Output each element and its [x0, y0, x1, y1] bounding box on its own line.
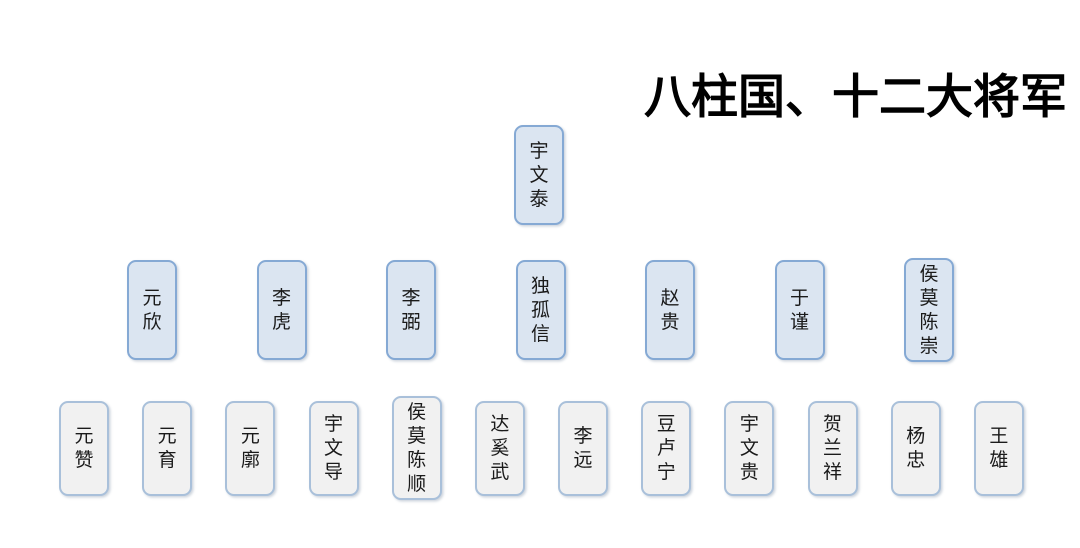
node-doulu-ning: 豆卢宁: [641, 400, 692, 496]
person-name: 元欣: [142, 287, 162, 333]
person-name: 宇文泰: [529, 140, 549, 210]
node-yuan-yu: 元育: [142, 400, 193, 496]
node-li-hu: 李虎: [256, 260, 307, 360]
generals-row: 元赞 元育 元廓 宇文导 侯莫陈顺 达奚武 李远 豆卢宁 宇文贵 贺兰祥 杨忠: [59, 393, 1024, 503]
node-helan-xiang: 贺兰祥: [807, 400, 858, 496]
node-yuwen-gui: 宇文贵: [724, 400, 775, 496]
node-yuwen-dao: 宇文导: [308, 400, 359, 496]
node-yuan-xin: 元欣: [127, 260, 177, 360]
person-name: 李远: [573, 425, 593, 471]
node-yu-jin: 于谨: [774, 260, 825, 360]
node-zhao-gui: 赵贵: [645, 260, 695, 360]
person-name: 李弼: [401, 287, 421, 333]
node-li-yuan: 李远: [558, 400, 609, 496]
diagram-title: 八柱国、十二大将军: [644, 70, 1067, 125]
person-name: 李虎: [271, 287, 291, 333]
person-name: 王雄: [989, 425, 1009, 471]
node-yuwen-tai: 宇文泰: [514, 125, 564, 225]
person-name: 独孤信: [530, 275, 550, 345]
person-name: 达奚武: [490, 413, 510, 483]
person-name: 赵贵: [660, 287, 680, 333]
person-name: 豆卢宁: [656, 413, 676, 483]
person-name: 侯莫陈崇: [919, 263, 939, 357]
node-houmochen-shun: 侯莫陈顺: [391, 396, 442, 500]
node-houmochen-chong: 侯莫陈崇: [904, 258, 954, 362]
person-name: 于谨: [789, 287, 809, 333]
person-name: 宇文贵: [739, 413, 759, 483]
node-daxi-wu: 达奚武: [474, 400, 525, 496]
person-name: 贺兰祥: [823, 413, 843, 483]
node-dugu-xin: 独孤信: [515, 260, 566, 360]
node-yuan-zan: 元赞: [59, 400, 109, 496]
person-name: 元育: [157, 425, 177, 471]
node-li-bi: 李弼: [386, 260, 436, 360]
person-name: 元廓: [240, 425, 260, 471]
node-wang-xiong: 王雄: [973, 400, 1024, 496]
person-name: 侯莫陈顺: [407, 401, 427, 495]
person-name: 元赞: [74, 425, 94, 471]
pillars-row: 元欣 李虎 李弼 独孤信 赵贵 于谨 侯莫陈崇: [127, 258, 954, 362]
person-name: 宇文导: [324, 413, 344, 483]
node-yuan-kuo: 元廓: [225, 400, 276, 496]
person-name: 杨忠: [906, 425, 926, 471]
node-yang-zhong: 杨忠: [890, 400, 941, 496]
